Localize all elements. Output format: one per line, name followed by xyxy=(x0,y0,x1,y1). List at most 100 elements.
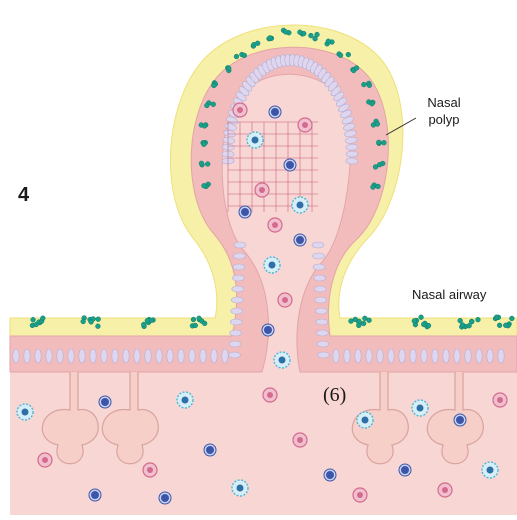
epithelial-nucleus xyxy=(24,349,30,363)
lymphocyte-nucleus xyxy=(401,466,409,474)
epithelial-nucleus xyxy=(233,253,245,259)
eosinophil-nucleus xyxy=(42,457,48,463)
epithelial-nucleus xyxy=(399,349,405,363)
epithelial-nucleus xyxy=(313,264,325,270)
bacterium xyxy=(460,323,465,328)
epithelial-nucleus xyxy=(230,330,242,336)
epithelial-nucleus xyxy=(90,349,96,363)
bacterium xyxy=(309,33,314,38)
epithelial-nucleus xyxy=(333,349,339,363)
epithelial-nucleus xyxy=(46,349,52,363)
epithelial-nucleus xyxy=(498,349,504,363)
bacterium xyxy=(283,30,288,35)
lymphocyte-nucleus xyxy=(456,416,464,424)
epithelial-nucleus xyxy=(234,242,246,248)
epithelial-nucleus xyxy=(312,242,324,248)
bacterium xyxy=(205,162,210,167)
epithelial-nucleus xyxy=(346,158,358,165)
epithelial-nucleus xyxy=(377,349,383,363)
nasal-polyp-label-line2: polyp xyxy=(418,111,470,128)
bacterium xyxy=(338,53,343,58)
bacterium xyxy=(476,317,481,322)
lymphocyte-nucleus xyxy=(326,471,334,479)
epithelial-nucleus xyxy=(314,275,326,281)
epithelial-nucleus xyxy=(101,349,107,363)
epithelial-nucleus xyxy=(465,349,471,363)
epithelial-nucleus xyxy=(454,349,460,363)
macrophage-nucleus xyxy=(487,467,494,474)
epithelial-nucleus xyxy=(178,349,184,363)
epithelial-nucleus xyxy=(318,352,330,358)
eosinophil-nucleus xyxy=(259,187,265,193)
epithelial-nucleus xyxy=(315,308,327,314)
bacterium xyxy=(201,142,206,147)
eosinophil-nucleus xyxy=(147,467,153,473)
epithelial-nucleus xyxy=(487,349,493,363)
bacterium xyxy=(362,316,367,321)
bacterium xyxy=(326,39,331,44)
panel-number: 4 xyxy=(18,184,29,207)
bacterium xyxy=(197,316,202,321)
bacterium xyxy=(199,161,204,166)
macrophage-nucleus xyxy=(279,357,286,364)
epithelial-nucleus xyxy=(421,349,427,363)
macrophage-nucleus xyxy=(22,409,29,416)
macrophage-nucleus xyxy=(362,417,369,424)
epithelial-nucleus xyxy=(229,352,241,358)
bacterium xyxy=(242,53,247,58)
lymphocyte-nucleus xyxy=(286,161,294,169)
macrophage-nucleus xyxy=(182,397,189,404)
epithelial-nucleus xyxy=(366,349,372,363)
bacterium xyxy=(193,323,198,328)
eosinophil-nucleus xyxy=(302,122,308,128)
bacterium xyxy=(509,316,514,321)
macrophage-nucleus xyxy=(269,262,276,269)
bacterium xyxy=(354,66,359,71)
bacterium xyxy=(361,82,366,87)
bacterium xyxy=(376,184,381,189)
bacterium xyxy=(375,122,380,127)
bacterium xyxy=(315,32,320,37)
bacterium xyxy=(234,54,239,59)
epithelial-nucleus xyxy=(229,341,241,347)
bacterium xyxy=(268,35,273,40)
lymphocyte-nucleus xyxy=(101,398,109,406)
epithelial-nucleus xyxy=(232,286,244,292)
bacterium xyxy=(458,318,463,323)
macrophage-nucleus xyxy=(237,485,244,492)
bacterium xyxy=(251,42,256,47)
bacterium xyxy=(202,183,207,188)
epithelial-nucleus xyxy=(13,349,19,363)
bacterium xyxy=(211,102,216,107)
epithelial-nucleus xyxy=(443,349,449,363)
epithelial-nucleus xyxy=(231,297,243,303)
bacterium xyxy=(419,315,424,320)
epithelial-nucleus xyxy=(476,349,482,363)
eosinophil-nucleus xyxy=(497,397,503,403)
epithelial-nucleus xyxy=(230,319,242,325)
bacterium xyxy=(382,140,387,145)
epithelial-nucleus xyxy=(200,349,206,363)
bacterium xyxy=(377,162,382,167)
bacterium xyxy=(96,324,101,329)
lymphocyte-nucleus xyxy=(296,236,304,244)
eosinophil-nucleus xyxy=(267,392,273,398)
bacterium xyxy=(96,317,101,322)
bacterium xyxy=(81,319,86,324)
bacterium xyxy=(202,321,207,326)
bacterium xyxy=(367,83,372,88)
epithelial-nucleus xyxy=(57,349,63,363)
bacterium xyxy=(346,52,351,57)
epithelial-nucleus xyxy=(156,349,162,363)
epithelial-nucleus xyxy=(346,151,358,157)
epithelial-nucleus xyxy=(355,349,361,363)
bacterium xyxy=(145,318,150,323)
bacterium xyxy=(494,315,499,320)
bacterium xyxy=(141,322,146,327)
epithelial-nucleus xyxy=(314,286,326,292)
epithelial-nucleus xyxy=(68,349,74,363)
bacterium xyxy=(412,319,417,324)
eosinophil-nucleus xyxy=(297,437,303,443)
bacterium xyxy=(226,66,231,71)
